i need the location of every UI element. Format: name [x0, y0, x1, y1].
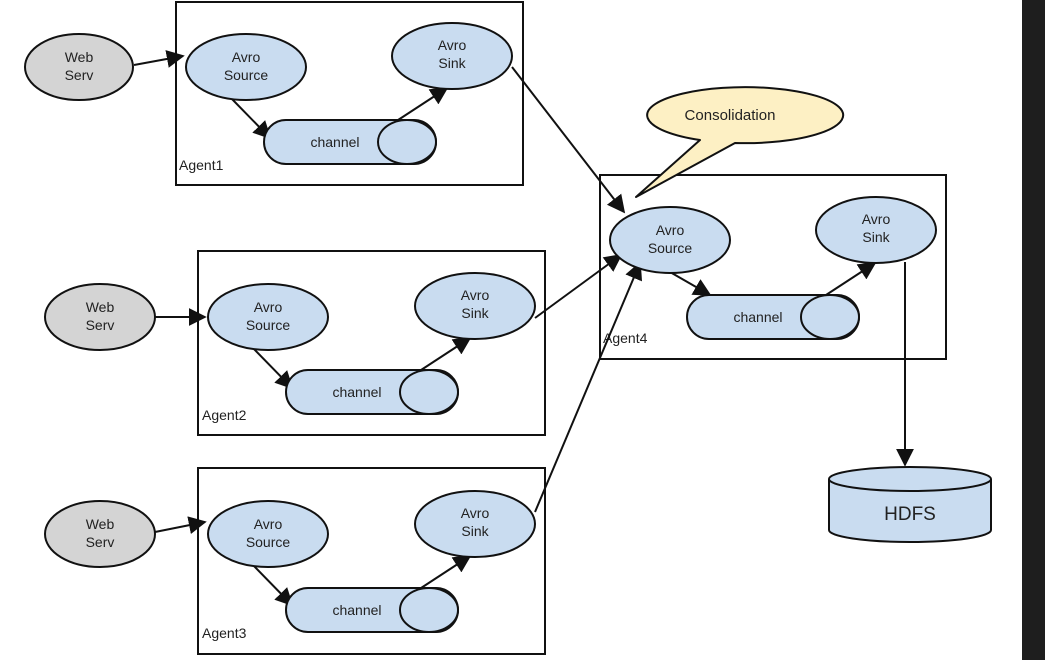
agent2-avro-source: Avro Source [207, 283, 329, 351]
hdfs-storage: HDFS [828, 466, 992, 543]
right-edge-dark-bar [1022, 0, 1045, 660]
hdfs-label: HDFS [884, 504, 936, 525]
agent4-box [599, 174, 947, 360]
web-serv-1: Web Serv [24, 33, 134, 101]
edge-agent1-source-to-channel [229, 96, 272, 140]
agent4-source-line2: Source [648, 240, 693, 256]
web-serv-2: Web Serv [44, 283, 156, 351]
consolidation-label: Consolidation [685, 107, 776, 124]
agent4-avro-sink: Avro Sink [815, 196, 937, 264]
agent1-box [175, 1, 524, 186]
edge-agent3-sink-to-agent4-source [534, 261, 642, 513]
edge-agent4-channel-to-sink [825, 262, 877, 296]
agent2-source-line1: Avro [254, 299, 283, 315]
web-serv-3-line2: Serv [86, 534, 115, 550]
agent3-sink-line2: Sink [461, 523, 489, 539]
agent2-avro-sink: Avro Sink [414, 272, 536, 340]
edge-agent2-channel-to-sink [417, 337, 472, 373]
edge-agent2-source-to-channel [251, 346, 294, 390]
consolidation-callout: Consolidation [635, 86, 845, 198]
web-serv-3: Web Serv [44, 500, 156, 568]
agent2-sink-line2: Sink [461, 305, 489, 321]
edge-web3-to-agent3-source [154, 516, 207, 535]
agent1-source-line1: Avro [232, 49, 261, 65]
agent4-source-line1: Avro [656, 222, 685, 238]
agent3-source-line2: Source [246, 534, 291, 550]
agent1-label: Agent1 [179, 157, 224, 173]
agent2-label: Agent2 [202, 407, 247, 423]
agent2-channel: channel [285, 369, 459, 415]
agent1-source-line2: Source [224, 67, 269, 83]
agent2-source-line2: Source [246, 317, 291, 333]
agent3-source-line1: Avro [254, 516, 283, 532]
agent3-sink-line1: Avro [461, 505, 490, 521]
agent3-label: Agent3 [202, 625, 247, 641]
edge-agent3-channel-to-sink [417, 555, 472, 591]
agent4-label: Agent4 [603, 330, 648, 346]
agent3-channel-label: channel [332, 602, 381, 618]
web-serv-2-line2: Serv [86, 317, 115, 333]
agent1-avro-source: Avro Source [185, 33, 307, 101]
agent1-channel: channel [263, 119, 437, 165]
web-serv-1-line1: Web [65, 49, 94, 65]
agent1-avro-sink: Avro Sink [391, 22, 513, 90]
web-serv-1-line2: Serv [65, 67, 94, 83]
agent1-sink-line2: Sink [438, 55, 466, 71]
agent4-channel: channel [686, 294, 860, 340]
agent3-avro-sink: Avro Sink [414, 490, 536, 558]
edge-agent2-sink-to-agent4-source [534, 253, 623, 319]
edge-agent3-source-to-channel [251, 563, 294, 607]
web-serv-3-line1: Web [86, 516, 115, 532]
agent2-channel-label: channel [332, 384, 381, 400]
agent4-sink-line2: Sink [862, 229, 890, 245]
agent3-avro-source: Avro Source [207, 500, 329, 568]
agent1-sink-line1: Avro [438, 37, 467, 53]
edge-agent4-source-to-channel [669, 271, 712, 296]
edge-agent1-sink-to-agent4-source [511, 66, 626, 214]
agent1-channel-label: channel [310, 134, 359, 150]
agent4-channel-label: channel [733, 309, 782, 325]
agent2-sink-line1: Avro [461, 287, 490, 303]
agent4-sink-line1: Avro [862, 211, 891, 227]
agent2-box [197, 250, 546, 436]
agent4-avro-source: Avro Source [609, 206, 731, 274]
agent3-box [197, 467, 546, 655]
web-serv-2-line1: Web [86, 299, 115, 315]
edge-web1-to-agent1-source [133, 50, 185, 68]
edge-agent1-channel-to-sink [394, 87, 449, 123]
agent3-channel: channel [285, 587, 459, 633]
